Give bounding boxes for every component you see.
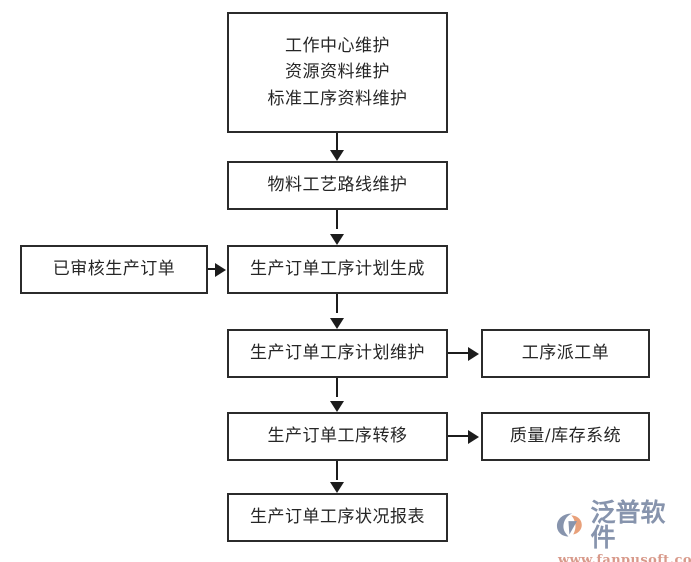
watermark-brand-text: 泛普软件 — [590, 498, 666, 552]
arrow-down-icon-transfer-to-status-report — [330, 482, 344, 493]
arrow-down-icon-plan-maintain-to-transfer — [330, 401, 344, 412]
node-plan-generate-label: 生产订单工序计划生成 — [250, 259, 425, 280]
connector-transfer-to-status-report — [336, 461, 338, 480]
node-basic-data-line-1: 工作中心维护 — [285, 35, 390, 56]
node-approved-order-label: 已审核生产订单 — [52, 259, 176, 280]
watermark-url-text: www.fanpusoft.com — [558, 553, 691, 562]
arrow-right-icon-plan-maintain-to-dispatch-order — [468, 347, 479, 361]
swoosh-logo-icon — [556, 513, 582, 537]
connector-plan-generate-to-plan-maintain — [336, 294, 338, 313]
connector-transfer-to-qc-inventory — [448, 435, 470, 437]
node-routing-label: 物料工艺路线维护 — [267, 175, 408, 196]
node-order-operation-transfer[interactable]: 生产订单工序转移 — [227, 412, 448, 461]
connector-approved-order-to-plan-generate — [208, 268, 218, 270]
arrow-right-icon-approved-order-to-plan-generate — [215, 263, 226, 277]
connector-routing-to-plan-generate — [336, 210, 338, 229]
connector-plan-maintain-to-transfer — [336, 378, 338, 397]
arrow-down-icon-routing-to-plan-generate — [330, 234, 344, 245]
watermark-logo-row: 泛普软件 — [556, 500, 686, 550]
arrow-right-icon-transfer-to-qc-inventory — [468, 430, 479, 444]
node-basic-data-maintenance[interactable]: 工作中心维护 资源资料维护 标准工序资料维护 — [227, 12, 448, 133]
node-operation-dispatch-order[interactable]: 工序派工单 — [481, 329, 650, 378]
node-order-operation-plan-maintain[interactable]: 生产订单工序计划维护 — [227, 329, 448, 378]
node-material-routing-maintenance[interactable]: 物料工艺路线维护 — [227, 161, 448, 210]
node-transfer-label: 生产订单工序转移 — [267, 426, 408, 447]
connector-plan-maintain-to-dispatch-order — [448, 352, 470, 354]
node-order-operation-status-report[interactable]: 生产订单工序状况报表 — [227, 493, 448, 542]
node-dispatch-order-label: 工序派工单 — [521, 343, 610, 364]
node-qc-inventory-label: 质量/库存系统 — [509, 426, 622, 447]
node-basic-data-line-3: 标准工序资料维护 — [267, 88, 408, 109]
arrow-down-icon-basic-to-routing — [330, 150, 344, 161]
node-quality-inventory-system[interactable]: 质量/库存系统 — [481, 412, 650, 461]
node-basic-data-line-2: 资源资料维护 — [285, 62, 390, 83]
node-approved-production-order[interactable]: 已审核生产订单 — [20, 245, 208, 294]
node-order-operation-plan-generate[interactable]: 生产订单工序计划生成 — [227, 245, 448, 294]
node-plan-maintain-label: 生产订单工序计划维护 — [250, 343, 425, 364]
connector-basic-data-to-routing — [336, 133, 338, 152]
node-status-report-label: 生产订单工序状况报表 — [250, 507, 425, 528]
watermark: 泛普软件 www.fanpusoft.com — [556, 500, 691, 562]
arrow-down-icon-plan-generate-to-plan-maintain — [330, 318, 344, 329]
